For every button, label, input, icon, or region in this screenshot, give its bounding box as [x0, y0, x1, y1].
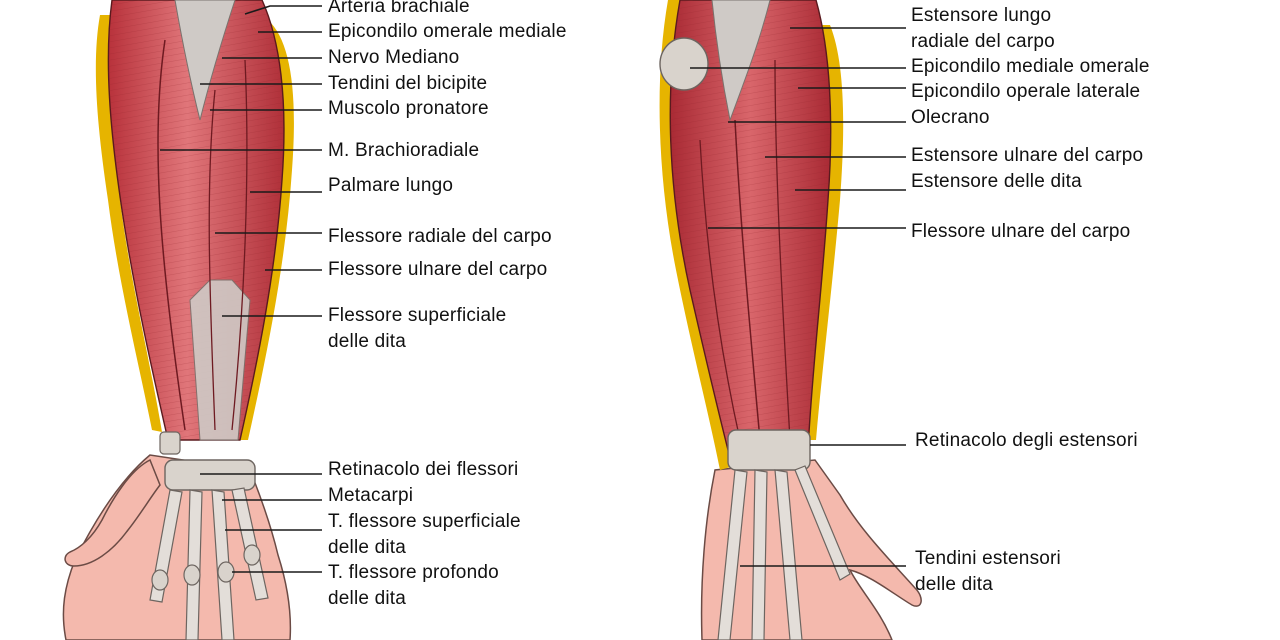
anterior-fat-radial [236, 20, 294, 440]
label-t-flessore-superficiale: T. flessore superficiale delle dita [328, 511, 521, 558]
label-retinacolo-flessori: Retinacolo dei flessori [328, 459, 519, 480]
label-flessore-ulnare-carpo-ant: Flessore ulnare del carpo [328, 259, 548, 280]
label-tendini-estensori: Tendini estensori delle dita [915, 548, 1061, 595]
posterior-medial-epicondyle [659, 37, 709, 91]
leader-arteria-brachiale [244, 5, 322, 15]
label-epicondilo-mediale-omerale: Epicondilo mediale omerale [911, 56, 1150, 77]
label-metacarpi: Metacarpi [328, 485, 414, 506]
label-epicondilo-omerale-mediale: Epicondilo omerale mediale [328, 21, 567, 42]
label-palmare-lungo: Palmare lungo [328, 175, 454, 196]
leader-lines [160, 5, 906, 573]
anterior-flexor-retinaculum [164, 459, 256, 491]
posterior-olecranon-tendon [711, 0, 771, 122]
anterior-thumb [64, 458, 161, 567]
posterior-extensor-retinaculum [727, 429, 811, 471]
label-retinacolo-estensori: Retinacolo degli estensori [915, 430, 1138, 451]
anterior-bicipital-aponeurosis [174, 0, 236, 121]
posterior-forearm [659, 0, 922, 640]
label-tendini-bicipite: Tendini del bicipite [328, 73, 488, 94]
label-estensore-ulnare-carpo: Estensore ulnare del carpo [911, 145, 1144, 166]
posterior-extensor-tendons [717, 465, 851, 640]
label-estensore-dita: Estensore delle dita [911, 171, 1082, 192]
label-muscolo-pronatore: Muscolo pronatore [328, 98, 489, 119]
label-flessore-superficiale-dita: Flessore superficiale delle dita [328, 305, 507, 352]
label-t-flessore-profondo: T. flessore profondo delle dita [328, 562, 499, 609]
label-epicondilo-operale-laterale: Epicondilo operale laterale [911, 81, 1141, 102]
anterior-forearm [62, 0, 294, 640]
anterior-fat-ulnar [95, 15, 162, 432]
label-estensore-lungo-radiale: Estensore lungo radiale del carpo [911, 5, 1055, 52]
label-flessore-radiale-carpo: Flessore radiale del carpo [328, 226, 552, 247]
anterior-tendon-sheaths [151, 544, 261, 591]
label-brachioradiale: M. Brachioradiale [328, 140, 480, 161]
label-nervo-mediano: Nervo Mediano [328, 47, 460, 68]
label-arteria-brachiale: Arteria brachiale [328, 0, 470, 17]
label-olecrano: Olecrano [911, 107, 990, 128]
label-flessore-ulnare-carpo-post: Flessore ulnare del carpo [911, 221, 1131, 242]
